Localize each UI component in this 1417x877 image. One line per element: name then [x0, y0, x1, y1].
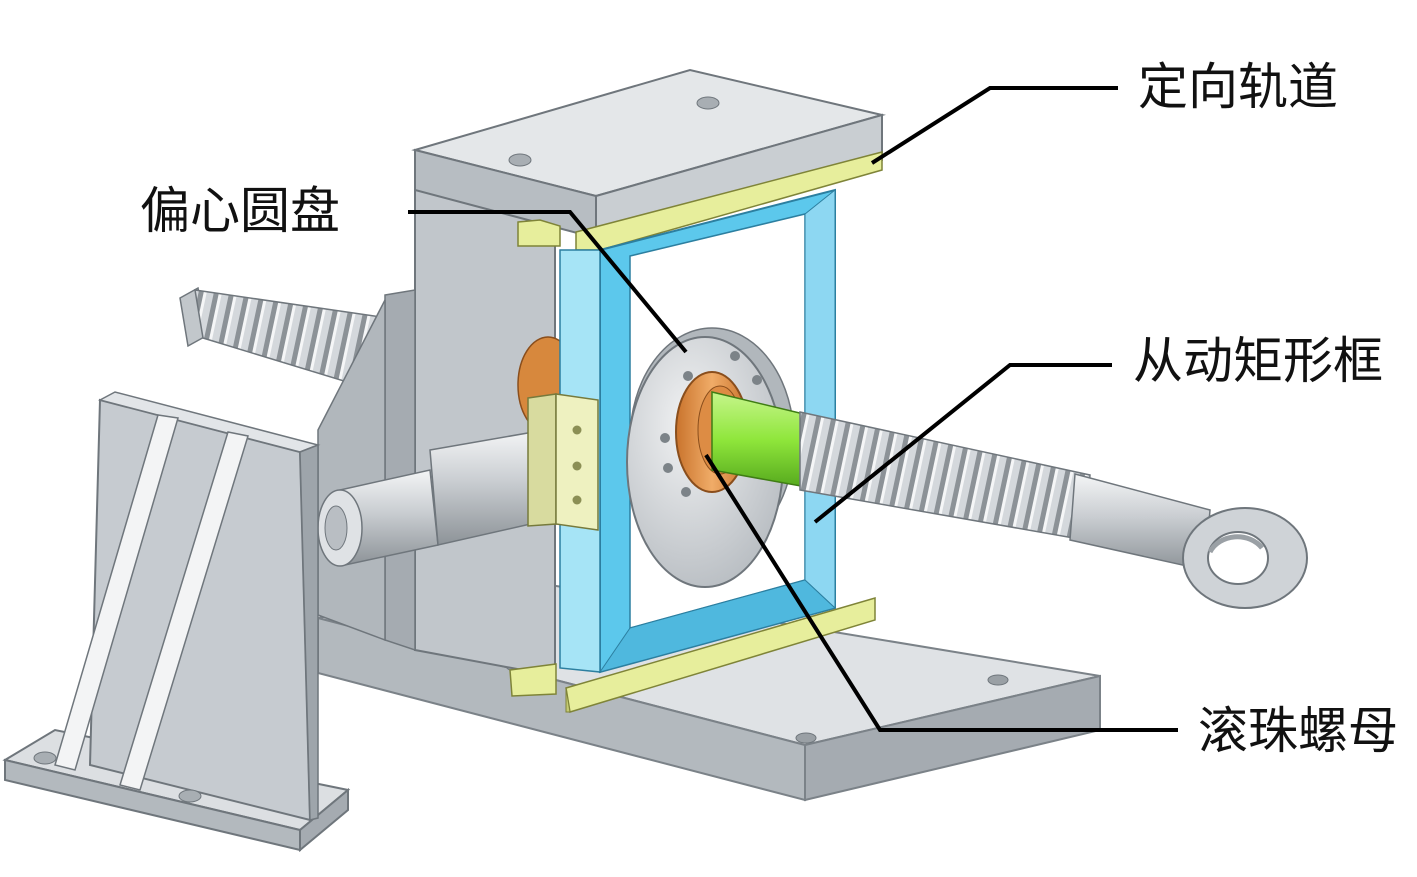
leader-eccentric-disc — [408, 210, 688, 354]
front-lead-screw — [799, 411, 1211, 571]
guide-rail-upper — [517, 151, 883, 251]
label-guide-rail: 定向轨道 — [1138, 58, 1338, 116]
left-bracket — [2, 391, 351, 853]
slider-block — [527, 393, 599, 531]
label-ball-nut: 滚珠螺母 — [1198, 702, 1398, 760]
leader-ball-nut — [704, 453, 1178, 732]
top-plate — [411, 68, 886, 240]
leader-driven-frame — [813, 363, 1112, 524]
rod-end-eye — [1182, 507, 1308, 609]
label-driven-frame: 从动矩形框 — [1133, 332, 1383, 390]
leader-lines — [408, 86, 1178, 732]
label-eccentric-disc: 偏心圆盘 — [140, 182, 340, 240]
guide-rail-lower — [509, 597, 876, 713]
leader-guide-rail — [870, 86, 1118, 165]
